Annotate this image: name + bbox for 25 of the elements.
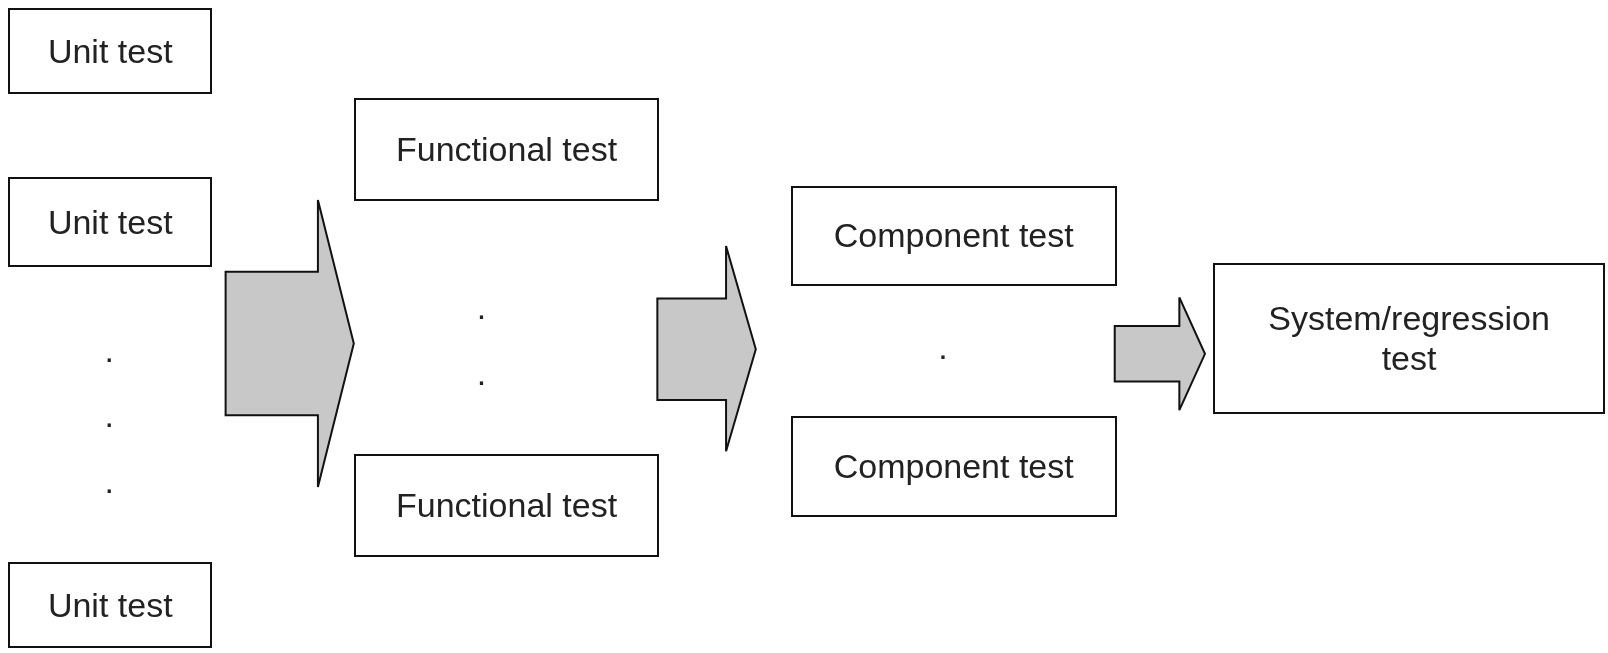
box-label: Functional test bbox=[396, 485, 618, 526]
ellipsis-dot: . bbox=[104, 463, 115, 498]
box-label: Component test bbox=[833, 215, 1074, 257]
box-label: Component test bbox=[833, 446, 1074, 487]
ellipsis-dot: . bbox=[104, 333, 115, 368]
process-box bbox=[1213, 262, 1605, 415]
process-box bbox=[8, 177, 213, 267]
ellipsis-dot: . bbox=[104, 397, 115, 432]
box-label: Functional test bbox=[396, 129, 618, 171]
process-box bbox=[353, 454, 660, 557]
ellipsis-dot: . bbox=[476, 290, 487, 325]
box-label: Unit test bbox=[47, 30, 173, 72]
box-label: Unit test bbox=[47, 584, 173, 626]
ellipsis-dot: . bbox=[938, 330, 948, 365]
process-box bbox=[353, 98, 660, 201]
ellipsis-dot: . bbox=[476, 355, 487, 390]
process-box bbox=[8, 561, 213, 649]
block-arrow bbox=[224, 198, 355, 489]
block-arrow bbox=[1113, 296, 1207, 412]
box-label: Unit test bbox=[47, 201, 173, 243]
process-box bbox=[8, 8, 213, 95]
block-arrow bbox=[656, 245, 757, 453]
process-box bbox=[790, 185, 1117, 287]
box-label: System/regression test bbox=[1267, 297, 1551, 380]
process-box bbox=[790, 416, 1117, 517]
